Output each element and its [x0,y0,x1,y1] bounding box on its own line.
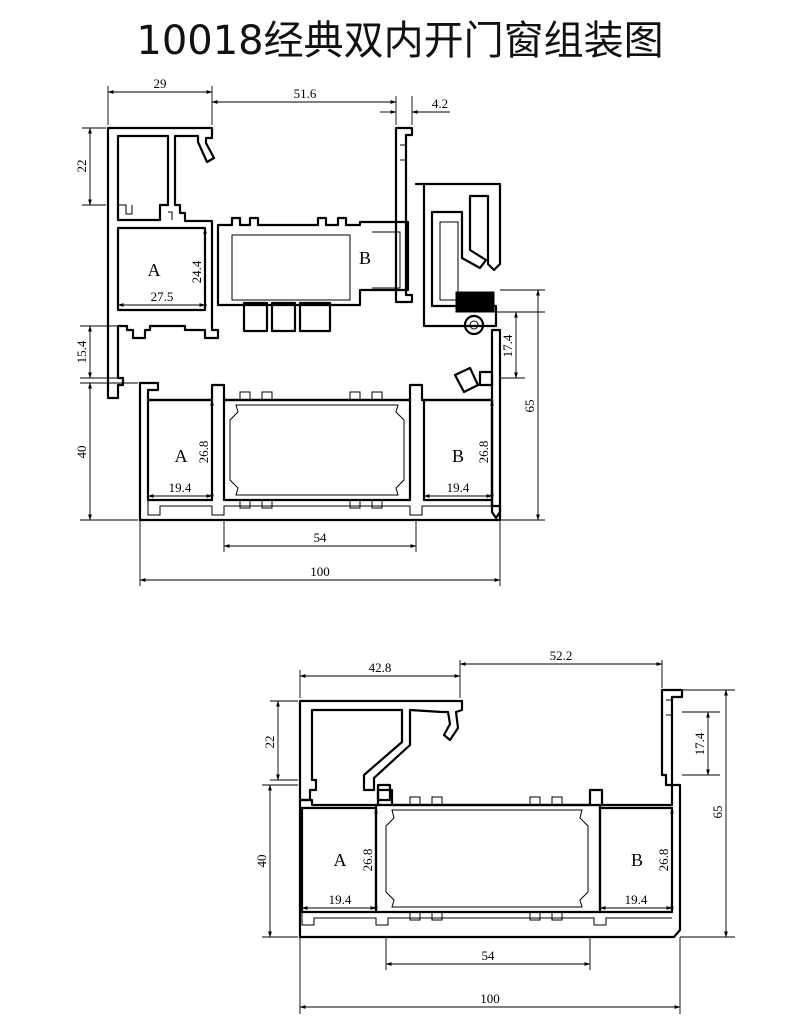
dim-27-5: 27.5 [151,289,174,304]
dim-4-2: 4.2 [432,96,448,111]
dim-19-4-left: 19.4 [329,892,352,907]
dim-100: 100 [310,564,330,579]
dim-22: 22 [262,736,277,749]
top-frame-bar [394,126,414,304]
bottom-assembly: 42.8 52.2 22 17.4 65 40 26.8 26.8 19.4 1… [254,648,735,1014]
top-upper-mullion-profile [216,216,410,333]
dim-19-4-left: 19.4 [169,480,192,495]
dim-40: 40 [74,446,89,459]
chamber-b-lower: B [452,446,464,466]
bottom-dimensions [262,660,735,1014]
dim-19-4-right: 19.4 [447,480,470,495]
dim-42-8: 42.8 [369,660,392,675]
dim-29: 29 [154,76,167,91]
dim-65: 65 [522,400,537,413]
dim-26-8-right: 26.8 [476,441,491,464]
dim-54: 54 [482,948,496,963]
dim-26-8-left: 26.8 [360,849,375,872]
top-dimensions [80,86,545,586]
dim-65: 65 [710,806,725,819]
bottom-frame-post [660,688,684,787]
dim-17-4: 17.4 [692,732,707,755]
dim-24-4: 24.4 [189,260,204,283]
bottom-sash-profile [298,699,464,802]
top-dimension-labels: 29 51.6 4.2 22 24.4 27.5 15.4 17.4 65 40… [74,76,537,579]
bottom-dimension-labels: 42.8 52.2 22 17.4 65 40 26.8 26.8 19.4 1… [254,648,725,1006]
bottom-main-frame [298,783,682,939]
top-right-sash-profile [414,182,502,336]
dim-40: 40 [254,855,269,868]
chamber-b-upper: B [359,248,371,268]
chamber-a-lower: A [175,446,188,466]
dim-51-6: 51.6 [294,86,317,101]
dim-17-4: 17.4 [500,334,515,357]
dim-19-4-right: 19.4 [625,892,648,907]
dim-26-8-right: 26.8 [656,849,671,872]
dim-54: 54 [314,530,328,545]
chamber-b: B [631,850,643,870]
dim-26-8-left: 26.8 [196,441,211,464]
top-assembly: 29 51.6 4.2 22 24.4 27.5 15.4 17.4 65 40… [74,76,545,586]
dim-52-2: 52.2 [550,648,573,663]
chamber-a-upper: A [148,260,161,280]
top-lower-frame [138,381,502,522]
dim-15-4: 15.4 [74,340,89,363]
page-title: 10018经典双内开门窗组装图 [136,18,664,64]
dim-100: 100 [480,991,500,1006]
dim-22: 22 [74,160,89,173]
chamber-a: A [334,850,347,870]
